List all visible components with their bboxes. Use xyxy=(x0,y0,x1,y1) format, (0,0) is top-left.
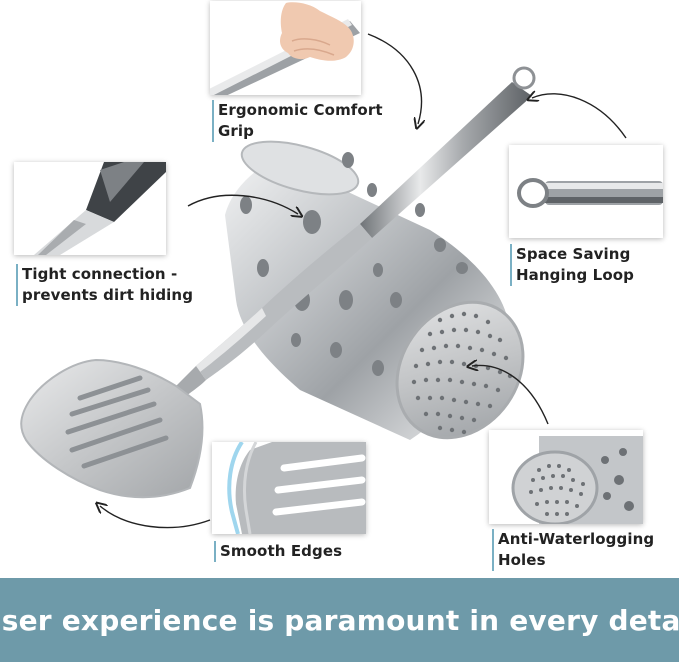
callout-arrows xyxy=(100,33,627,529)
callout-grip-line1: Ergonomic Comfort xyxy=(218,101,383,119)
hand-grip-photo xyxy=(210,1,361,95)
tagline-banner: User experience is paramount in every de… xyxy=(0,578,679,662)
callout-edges-line1: Smooth Edges xyxy=(220,542,343,560)
callout-holes-line1: Anti-Waterlogging xyxy=(498,530,655,548)
callout-connection: Tight connection - prevents dirt hiding xyxy=(16,264,193,306)
callout-edges: Smooth Edges xyxy=(214,541,342,562)
hanging-loop-closeup xyxy=(509,145,663,238)
callout-grip: Ergonomic Comfort Grip xyxy=(212,100,383,142)
spatula xyxy=(20,66,536,499)
callout-grip-line2: Grip xyxy=(218,122,254,140)
inset-hanging-loop xyxy=(509,145,663,238)
callout-connection-line2: prevents dirt hiding xyxy=(22,286,194,304)
inset-connection xyxy=(14,162,166,255)
utensil-holder xyxy=(225,140,525,440)
connection-closeup xyxy=(14,162,166,255)
callout-loop-line2: Hanging Loop xyxy=(516,266,634,284)
callout-connection-line1: Tight connection - xyxy=(22,265,178,283)
callout-holes-line2: Holes xyxy=(498,551,546,569)
tagline-text: User experience is paramount in every de… xyxy=(0,603,679,637)
inset-drain-holes xyxy=(489,430,643,524)
smooth-edges-closeup xyxy=(212,442,366,534)
callout-holes: Anti-Waterlogging Holes xyxy=(492,529,654,571)
callout-loop: Space Saving Hanging Loop xyxy=(510,244,634,286)
base-perforations xyxy=(411,311,513,435)
inset-smooth-edges xyxy=(212,442,366,534)
drain-holes-closeup xyxy=(489,430,643,524)
callout-loop-line1: Space Saving xyxy=(516,245,631,263)
inset-grip xyxy=(210,1,361,95)
